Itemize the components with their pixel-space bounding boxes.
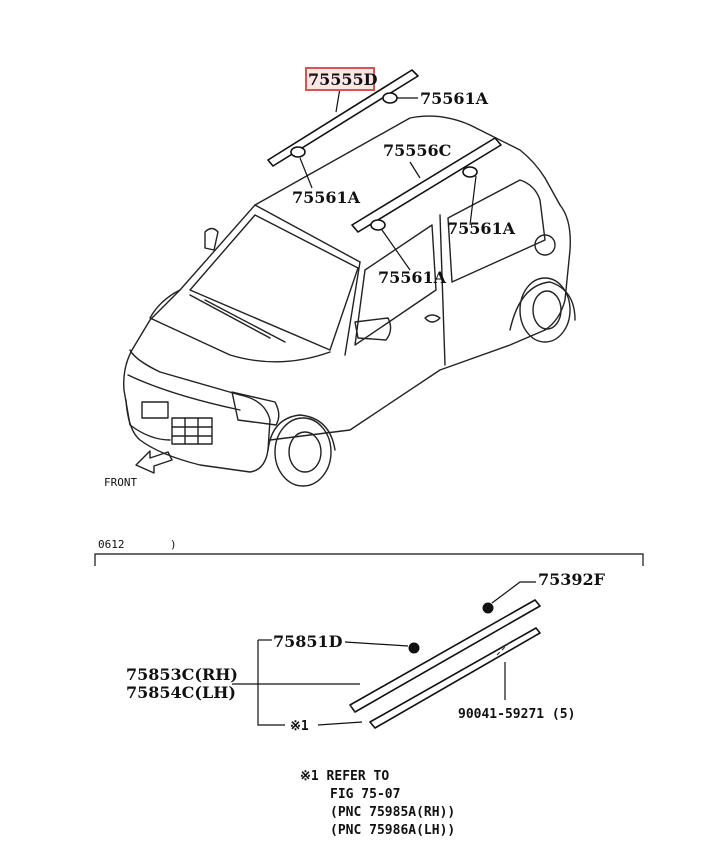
- label-75851d[interactable]: 75851D: [273, 632, 343, 651]
- label-clip-rear-right[interactable]: 75561A: [447, 219, 516, 238]
- car-a-pillar: [123, 204, 256, 441]
- label-75555d[interactable]: 75555D: [308, 70, 378, 89]
- clip-75561a-left[interactable]: [290, 146, 306, 158]
- car-front-arch: [267, 414, 336, 451]
- label-clip-left[interactable]: 75561A: [292, 188, 361, 207]
- label-75854c-lh[interactable]: 75854C(LH): [126, 683, 236, 702]
- clip-75851d[interactable]: [408, 642, 420, 654]
- note-line-1: ※1 REFER TO: [300, 769, 389, 784]
- car-front-side-window: [354, 224, 437, 346]
- top-leader-lines: [299, 87, 477, 271]
- label-75392f[interactable]: 75392F: [538, 570, 606, 589]
- label-75853c-rh[interactable]: 75853C(RH): [126, 665, 238, 684]
- clip-75561a-upper-right[interactable]: [382, 92, 398, 104]
- section-bracket: [94, 553, 644, 566]
- car-rear-side-window: [447, 179, 546, 283]
- clip-75561a-mid[interactable]: [370, 219, 386, 231]
- car-b-pillar: [344, 214, 446, 366]
- bottom-leader-lines: [232, 581, 536, 726]
- reference-note: ※1 REFER TO FIG 75-07 (PNC 75985A(RH)) (…: [300, 769, 455, 838]
- car-front-hub: [288, 431, 322, 473]
- roof-molding-right[interactable]: [351, 137, 502, 233]
- screw-dash: [496, 639, 513, 656]
- car-wipers: [189, 294, 286, 343]
- car-side-mirror: [354, 317, 392, 341]
- label-90041[interactable]: 90041-59271 (5): [458, 707, 575, 722]
- car-headlight: [231, 391, 280, 426]
- clip-75561a-rear[interactable]: [462, 166, 478, 178]
- car-rear-hub: [532, 290, 562, 330]
- car-front-face: [125, 349, 271, 473]
- section-date-start: 0612: [98, 538, 125, 551]
- molding-end-cap: [349, 704, 356, 713]
- car-roof-front-edge: [254, 204, 361, 263]
- note-line-3: (PNC 75985A(RH)): [330, 805, 455, 820]
- car-grille-lines: [171, 417, 213, 445]
- car-left-mirror: [204, 227, 219, 251]
- car-grille: [171, 417, 213, 445]
- highlight-box: [305, 67, 375, 91]
- note-line-2: FIG 75-07: [330, 787, 400, 802]
- label-clip-mid-right[interactable]: 75561A: [378, 268, 447, 287]
- car-windshield: [189, 214, 359, 351]
- car-illustration: [123, 115, 576, 487]
- clip-75392f[interactable]: [482, 602, 494, 614]
- car-side-lower: [269, 204, 571, 441]
- car-rear-wheel: [519, 277, 571, 343]
- roof-molding-left[interactable]: [267, 69, 419, 167]
- label-ref-mark: ※1: [290, 719, 309, 734]
- car-fuel-door: [534, 234, 556, 256]
- car-front-wheel: [274, 417, 332, 487]
- label-molding-right[interactable]: 75556C: [383, 141, 451, 160]
- car-door-handle: [424, 314, 441, 323]
- section-date-end: ): [170, 538, 177, 551]
- belt-molding-inner[interactable]: [369, 627, 541, 729]
- label-clip-upper-right[interactable]: 75561A: [420, 89, 489, 108]
- note-line-4: (PNC 75986A(LH)): [330, 823, 455, 838]
- car-rear-arch: [509, 281, 576, 331]
- belt-molding-outer[interactable]: [349, 599, 541, 713]
- front-label: FRONT: [104, 476, 137, 489]
- front-arrow-icon: [135, 450, 173, 474]
- car-hood: [149, 289, 331, 363]
- car-bumper-line: [127, 374, 241, 411]
- car-license-plate: [141, 401, 169, 419]
